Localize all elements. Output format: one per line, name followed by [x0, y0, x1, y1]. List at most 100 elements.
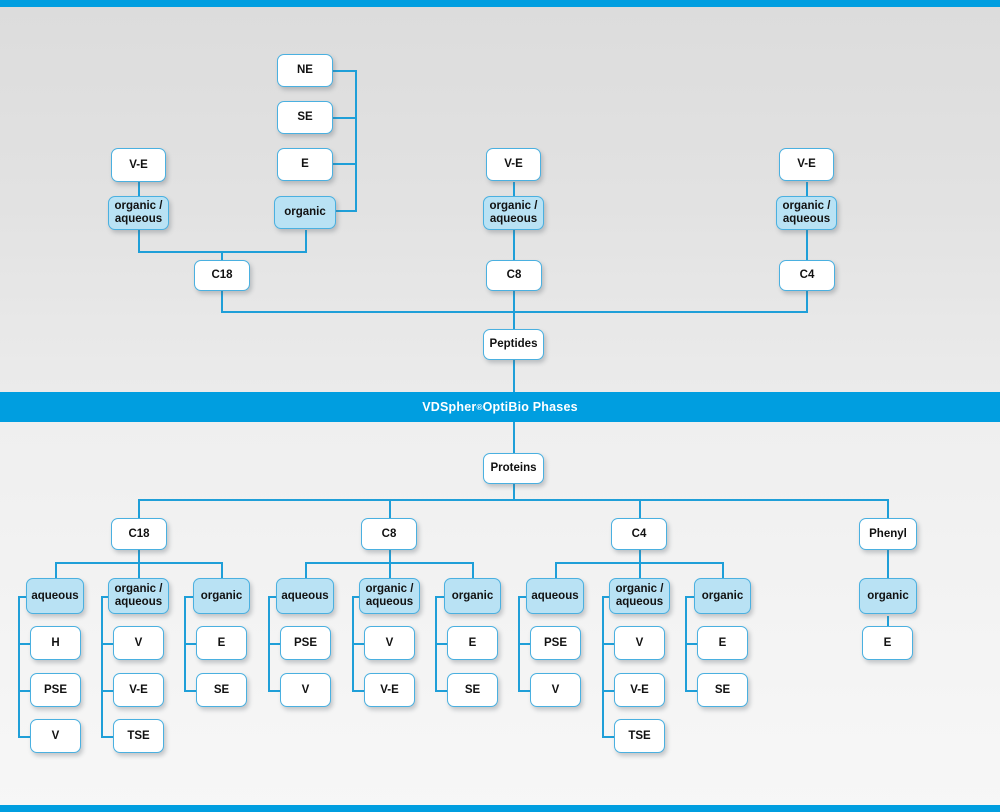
node-c18-aqueous-item-1[interactable]: PSE: [30, 673, 81, 707]
node-c4-organic-aqueous[interactable]: organic / aqueous: [609, 578, 670, 614]
node-phenyl-organic-item-0[interactable]: E: [862, 626, 913, 660]
node-top-c4-ve[interactable]: V-E: [779, 148, 834, 181]
connector-c18-oa-stub-2: [101, 690, 114, 692]
node-c4-organic-aqueous-item-2[interactable]: TSE: [614, 719, 665, 753]
node-top-c8-organic-aqueous[interactable]: organic / aqueous: [483, 196, 544, 230]
connector-c18-o-stub-1: [184, 643, 197, 645]
connector-c8-aq-stub-1: [268, 643, 281, 645]
node-c4-aqueous[interactable]: aqueous: [526, 578, 584, 614]
connector-c18-oa-stub-0: [101, 596, 114, 598]
node-top-se[interactable]: SE: [277, 101, 333, 134]
node-top-c4-organic-aqueous[interactable]: organic / aqueous: [776, 196, 837, 230]
node-top-ne[interactable]: NE: [277, 54, 333, 87]
connector-c4-oa-stub-0: [602, 596, 615, 598]
bottom-accent-stripe: [0, 805, 1000, 812]
connector-proteins-bus: [138, 499, 888, 501]
connector-c18b-down: [138, 549, 140, 563]
connector-c4-aq-stub-2: [518, 690, 531, 692]
connector-c4-oa-stub-2: [602, 690, 615, 692]
node-c8-aqueous-item-0[interactable]: PSE: [280, 626, 331, 660]
connector-bus-to-c8-bottom: [389, 499, 391, 518]
node-top-c8-ve[interactable]: V-E: [486, 148, 541, 181]
node-c8-organic-aqueous-item-1[interactable]: V-E: [364, 673, 415, 707]
connector-ve-orgaq-c4: [806, 182, 808, 198]
node-bottom-phenyl[interactable]: Phenyl: [859, 518, 917, 550]
node-top-c8[interactable]: C8: [486, 260, 542, 291]
node-c18-organic-item-0[interactable]: E: [196, 626, 247, 660]
node-c18-aqueous[interactable]: aqueous: [26, 578, 84, 614]
node-c4-organic-item-0[interactable]: E: [697, 626, 748, 660]
connector-c18-aq-stub-0: [18, 596, 31, 598]
node-c18-aqueous-item-2[interactable]: V: [30, 719, 81, 753]
connector-c8b-down: [389, 549, 391, 563]
connector-c8-o-stub-2: [435, 690, 448, 692]
connector-c4b-to-orgaq: [639, 562, 641, 578]
connector-c8-oa-stub-0: [352, 596, 365, 598]
node-c18-organic-aqueous-item-1[interactable]: V-E: [113, 673, 164, 707]
connector-ve-orgaq-c18: [138, 182, 140, 198]
node-bottom-c4[interactable]: C4: [611, 518, 667, 550]
node-c4-organic-item-1[interactable]: SE: [697, 673, 748, 707]
connector-c18-aq-bus: [18, 596, 20, 737]
node-phenyl-organic[interactable]: organic: [859, 578, 917, 614]
connector-bus-to-peptides: [513, 311, 515, 329]
node-c18-aqueous-item-0[interactable]: H: [30, 626, 81, 660]
connector-c4b-to-org: [722, 562, 724, 578]
node-c4-organic[interactable]: organic: [694, 578, 751, 614]
node-c8-organic-aqueous[interactable]: organic / aqueous: [359, 578, 420, 614]
node-c8-organic-aqueous-item-0[interactable]: V: [364, 626, 415, 660]
node-c18-organic-aqueous-item-2[interactable]: TSE: [113, 719, 164, 753]
connector-c18-aq-stub-2: [18, 690, 31, 692]
connector-c18-oa-stub-3: [101, 736, 114, 738]
connector-organic-stub: [333, 210, 357, 212]
node-top-c4[interactable]: C4: [779, 260, 835, 291]
node-c8-aqueous-item-1[interactable]: V: [280, 673, 331, 707]
node-c8-organic[interactable]: organic: [444, 578, 501, 614]
node-c4-aqueous-item-1[interactable]: V: [530, 673, 581, 707]
connector-organic-down-c18: [305, 230, 307, 252]
connector-bus-to-c18-bottom: [138, 499, 140, 518]
node-c18-organic-aqueous[interactable]: organic / aqueous: [108, 578, 169, 614]
connector-c4-oa-bus: [602, 596, 604, 737]
connector-c4-o-stub-0: [685, 596, 698, 598]
node-top-c18-organic-aqueous[interactable]: organic / aqueous: [108, 196, 169, 230]
connector-c8-o-stub-0: [435, 596, 448, 598]
connector-c18b-to-orgaq: [138, 562, 140, 578]
node-c8-organic-item-1[interactable]: SE: [447, 673, 498, 707]
connector-c18-o-stub-0: [184, 596, 197, 598]
node-c18-organic-item-1[interactable]: SE: [196, 673, 247, 707]
connector-c8-o-stub-1: [435, 643, 448, 645]
node-c8-organic-item-0[interactable]: E: [447, 626, 498, 660]
connector-c4-aq-stub-1: [518, 643, 531, 645]
banner-vdspher-optibio-phases: VDSpher® OptiBio Phases: [0, 392, 1000, 422]
connector-c18b-to-org: [221, 562, 223, 578]
connector-right-bus-c18: [355, 70, 357, 212]
node-c18-organic[interactable]: organic: [193, 578, 250, 614]
connector-c4b-down: [639, 549, 641, 563]
connector-c8b-to-orgaq: [389, 562, 391, 578]
connector-orgaq-bus-c18: [138, 230, 140, 252]
node-c4-organic-aqueous-item-0[interactable]: V: [614, 626, 665, 660]
node-top-c18-ve[interactable]: V-E: [111, 148, 166, 182]
node-top-c18[interactable]: C18: [194, 260, 250, 291]
node-c18-organic-aqueous-item-0[interactable]: V: [113, 626, 164, 660]
connector-ve-orgaq-c8: [513, 182, 515, 198]
connector-orgaq-c8: [513, 230, 515, 261]
node-top-organic[interactable]: organic: [274, 196, 336, 229]
connector-c4-o-stub-2: [685, 690, 698, 692]
node-c8-aqueous[interactable]: aqueous: [276, 578, 334, 614]
connector-c4-oa-stub-3: [602, 736, 615, 738]
node-proteins[interactable]: Proteins: [483, 453, 544, 484]
connector-c8b-to-aqueous: [305, 562, 307, 578]
node-c4-organic-aqueous-item-1[interactable]: V-E: [614, 673, 665, 707]
connector-c4-aq-stub-0: [518, 596, 531, 598]
connector-orgaq-c4: [806, 230, 808, 261]
node-c4-aqueous-item-0[interactable]: PSE: [530, 626, 581, 660]
node-peptides[interactable]: Peptides: [483, 329, 544, 360]
node-bottom-c18[interactable]: C18: [111, 518, 167, 550]
connector-c18-o-stub-2: [184, 690, 197, 692]
node-bottom-c8[interactable]: C8: [361, 518, 417, 550]
registered-trademark-icon: ®: [476, 402, 483, 412]
connector-c18b-to-aqueous: [55, 562, 57, 578]
node-top-e[interactable]: E: [277, 148, 333, 181]
